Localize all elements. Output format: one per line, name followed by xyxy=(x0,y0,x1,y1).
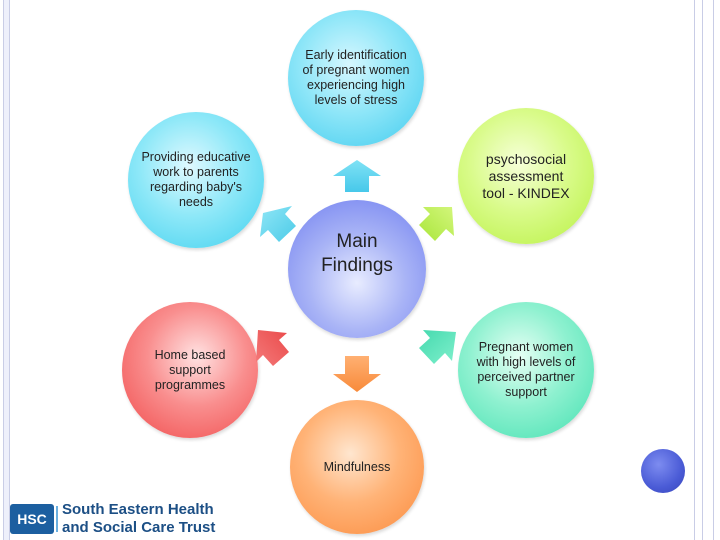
arrow-up-right-icon xyxy=(419,207,454,241)
circle-main-findings: Main Findings xyxy=(288,200,426,338)
trust-name-line2: and Social Care Trust xyxy=(62,519,216,536)
circle-bottom-right-label: Pregnant women with high levels of perce… xyxy=(476,340,576,399)
decorative-blue-dot xyxy=(641,449,685,493)
circle-educative-work: Providing educative work to parents rega… xyxy=(128,112,264,248)
trust-name: South Eastern Health and Social Care Tru… xyxy=(62,501,215,537)
circle-home-based-support: Home based support programmes xyxy=(122,302,258,438)
arrow-up-icon xyxy=(333,160,381,192)
circle-early-identification: Early identification of pregnant women e… xyxy=(288,10,424,146)
arrow-down-right-icon xyxy=(419,330,456,364)
left-frame-bar xyxy=(3,0,10,540)
circle-bottom-left-label: Home based support programmes xyxy=(154,347,226,392)
center-label: Main Findings xyxy=(321,231,393,276)
hsc-badge-text: HSC xyxy=(17,511,47,527)
circle-top-right-label: psychosocial assessment tool - KINDEX xyxy=(482,150,570,201)
trust-logo: HSC South Eastern Health and Social Care… xyxy=(10,499,215,539)
right-frame-bar xyxy=(694,0,714,540)
circle-top-label: Early identification of pregnant women e… xyxy=(302,48,410,107)
trust-name-line1: South Eastern Health xyxy=(62,501,214,518)
circle-kindex: psychosocial assessment tool - KINDEX xyxy=(458,108,594,244)
right-frame-line xyxy=(702,0,703,540)
circle-top-left-label: Providing educative work to parents rega… xyxy=(141,150,251,209)
arrow-down-icon xyxy=(333,356,381,392)
circle-bottom-label: Mindfulness xyxy=(323,459,391,474)
circle-mindfulness: Mindfulness xyxy=(290,400,424,534)
hsc-badge-stripe xyxy=(50,506,58,532)
arrow-up-left-icon xyxy=(260,206,296,242)
arrow-down-left-icon xyxy=(256,330,289,366)
circle-partner-support: Pregnant women with high levels of perce… xyxy=(458,302,594,438)
hsc-badge: HSC xyxy=(10,504,58,534)
